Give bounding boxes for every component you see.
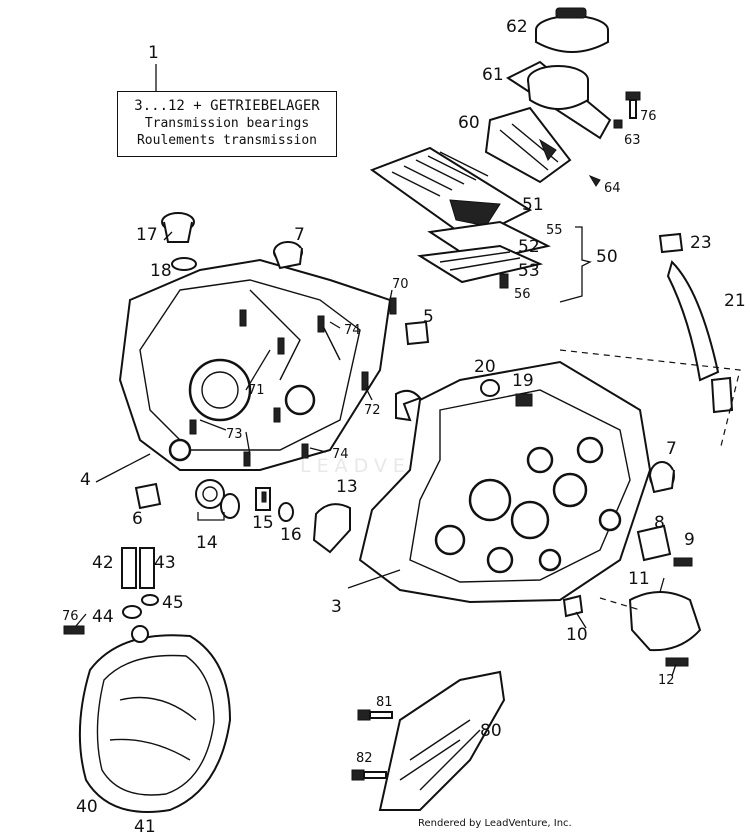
callout-52: 52 <box>518 237 540 257</box>
callout-1: 1 <box>148 43 159 63</box>
oil-plug-17 <box>161 212 195 243</box>
callout-13: 13 <box>336 477 358 497</box>
callout-44: 44 <box>92 607 114 627</box>
callout-76-left: 76 <box>62 609 79 624</box>
note-line-2: Transmission bearings <box>144 116 310 131</box>
callout-41: 41 <box>134 817 156 836</box>
callout-14: 14 <box>196 533 218 553</box>
seal-14-assembly <box>195 479 240 521</box>
note-line-3: Roulements transmission <box>136 133 317 148</box>
bracket-50 <box>559 226 592 303</box>
chain-guard-80 <box>378 670 506 811</box>
callout-12: 12 <box>658 673 675 688</box>
callout-61: 61 <box>482 65 504 85</box>
callout-74-lower: 74 <box>332 447 349 462</box>
transmission-bearings-note: 3...12 + GETRIEBELAGER Transmission bear… <box>117 91 337 157</box>
o-ring-18 <box>171 257 197 271</box>
bolt-81 <box>357 709 393 721</box>
callout-15: 15 <box>252 513 274 533</box>
callout-53: 53 <box>518 261 540 281</box>
callout-7-right: 7 <box>666 439 677 459</box>
tubes-42-43 <box>121 547 155 589</box>
bushing-8 <box>636 524 672 562</box>
bolt-82 <box>351 769 387 781</box>
crankcase-half-right-3 <box>358 360 652 604</box>
callout-51: 51 <box>522 195 544 215</box>
callout-43: 43 <box>154 553 176 573</box>
callout-5: 5 <box>423 307 434 327</box>
callout-73: 73 <box>226 427 243 442</box>
callout-17: 17 <box>136 225 158 245</box>
callout-6: 6 <box>132 509 143 529</box>
studs-left <box>189 297 397 467</box>
plug-10 <box>562 594 584 618</box>
reed-cage-60 <box>484 106 572 184</box>
gasket-small <box>395 389 422 422</box>
screw-12 <box>665 657 689 667</box>
callout-56: 56 <box>514 287 531 302</box>
callout-63: 63 <box>624 133 641 148</box>
callout-11: 11 <box>628 569 650 589</box>
screw-9 <box>673 557 693 567</box>
callout-64: 64 <box>604 181 621 196</box>
screw-64 <box>588 174 601 187</box>
callout-8: 8 <box>654 513 665 533</box>
callout-42: 42 <box>92 553 114 573</box>
small-parts-19-20 <box>480 379 533 407</box>
callout-21: 21 <box>724 291 746 311</box>
callout-62: 62 <box>506 17 528 37</box>
plug-15 <box>255 487 271 511</box>
bolt-76-left <box>63 625 85 635</box>
callout-16: 16 <box>280 525 302 545</box>
callout-72: 72 <box>364 403 381 418</box>
callout-60: 60 <box>458 113 480 133</box>
callout-81: 81 <box>376 695 393 710</box>
callout-74-upper: 74 <box>344 323 361 338</box>
hose-assembly <box>559 232 741 451</box>
callout-76-top: 76 <box>640 109 657 124</box>
screw-56 <box>499 273 509 289</box>
clamp-44-45 <box>122 594 159 619</box>
callout-7-left: 7 <box>294 225 305 245</box>
callout-70: 70 <box>392 277 409 292</box>
bolt-76-top <box>625 91 641 119</box>
callout-50: 50 <box>596 247 618 267</box>
callout-10: 10 <box>566 625 588 645</box>
callout-80: 80 <box>480 721 502 741</box>
cover-11 <box>599 591 702 652</box>
callout-19: 19 <box>512 371 534 391</box>
callout-45: 45 <box>162 593 184 613</box>
callout-55: 55 <box>546 223 563 238</box>
callout-71: 71 <box>248 383 265 398</box>
clutch-cover-40-41 <box>78 625 232 813</box>
note-line-1: 3...12 + GETRIEBELAGER <box>134 98 320 114</box>
o-ring-16 <box>278 502 294 522</box>
bushing-6 <box>134 482 162 510</box>
reed-petals-52 <box>417 220 551 284</box>
callout-3: 3 <box>331 597 342 617</box>
callout-4: 4 <box>80 470 91 490</box>
bushing-5 <box>404 320 430 346</box>
callout-40: 40 <box>76 797 98 817</box>
gasket-13 <box>312 503 351 554</box>
callout-labels: 1 3 4 5 6 7 7 8 9 10 11 12 13 14 15 16 1… <box>62 17 746 836</box>
callout-18: 18 <box>150 261 172 281</box>
leader-lines <box>75 64 677 677</box>
washer-63 <box>613 119 623 129</box>
crankcase-half-left-4 <box>118 258 392 471</box>
bearing-7-left <box>273 241 303 270</box>
callout-23: 23 <box>690 233 712 253</box>
callout-9: 9 <box>684 530 695 550</box>
clamp-62 <box>535 7 609 53</box>
bearing-7-right <box>649 461 675 494</box>
reed-block-upper <box>369 146 533 242</box>
callout-82: 82 <box>356 751 373 766</box>
intake-flange-61 <box>505 60 612 140</box>
callout-20: 20 <box>474 357 496 377</box>
render-credit: Rendered by LeadVenture, Inc. <box>418 818 572 829</box>
